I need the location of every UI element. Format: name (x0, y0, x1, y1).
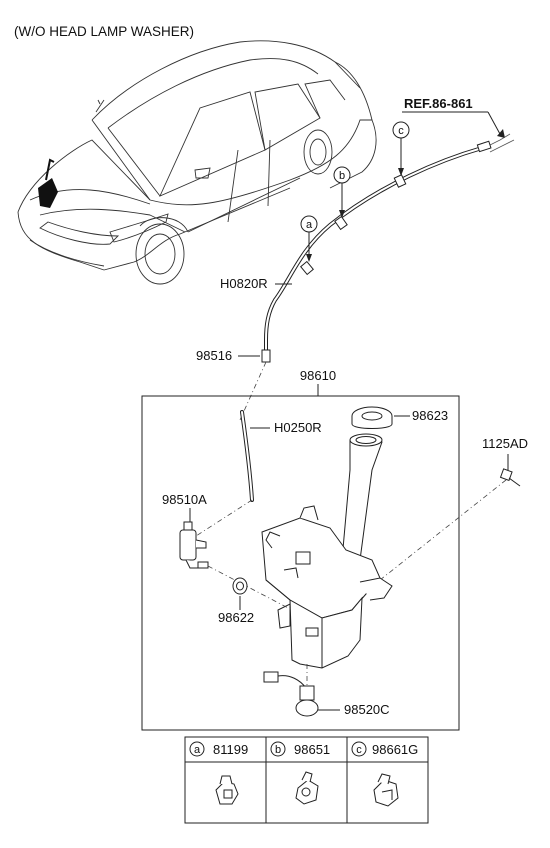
washer-hose-h0820r (264, 146, 484, 354)
svg-text:c: c (398, 125, 404, 137)
callout-c: c (392, 121, 410, 176)
ref-arrow (497, 129, 505, 138)
ref-label: REF.86-861 (404, 96, 473, 111)
label-98623: 98623 (412, 408, 448, 423)
svg-text:98661G: 98661G (372, 742, 418, 757)
svg-text:81199: 81199 (213, 742, 248, 757)
label-98510a: 98510A (162, 492, 207, 507)
label-98520c: 98520C (344, 702, 390, 717)
callout-a: a (300, 215, 318, 262)
label-98622: 98622 (218, 610, 254, 625)
label-98610: 98610 (300, 368, 336, 383)
level-sensor-98520c (263, 671, 319, 717)
svg-text:a: a (194, 744, 201, 756)
label-h0250r: H0250R (274, 420, 322, 435)
ref-hose-stub (487, 133, 515, 153)
clip-table: a 81199 b 98651 c 98661G (184, 736, 429, 824)
clip-98651-drawing (295, 771, 319, 805)
reservoir-cap-98623 (351, 406, 393, 429)
reservoir-location-highlight (38, 158, 58, 208)
diagram-title: (W/O HEAD LAMP WASHER) (14, 24, 194, 39)
dash-bolt-to-reservoir (379, 479, 507, 581)
grommet-98622 (232, 577, 248, 595)
clip-b-on-hose (334, 215, 348, 231)
clip-header-b: b 98651 (270, 741, 330, 757)
clip-header-a: a 81199 (189, 741, 248, 757)
washer-hose-h0250r (240, 410, 254, 502)
clip-c-on-hose (393, 174, 407, 188)
label-98516: 98516 (196, 348, 232, 363)
clip-98661g-drawing (373, 773, 399, 807)
dash-connector-to-hose (239, 361, 267, 421)
washer-reservoir (261, 433, 393, 669)
svg-text:c: c (356, 744, 362, 756)
assembly-box-98610 (141, 395, 460, 731)
svg-text:a: a (306, 219, 313, 231)
ref-leader (487, 111, 501, 135)
connector-98516 (261, 349, 271, 363)
washer-pump-98510a (179, 521, 209, 569)
svg-text:b: b (275, 744, 281, 756)
hose-end-connector (476, 140, 492, 153)
bolt-1125ad (499, 468, 521, 487)
clip-header-c: c 98661G (351, 741, 418, 757)
label-h0820r: H0820R (220, 276, 268, 291)
svg-text:b: b (339, 170, 345, 182)
callout-b: b (333, 166, 351, 218)
clip-81199-drawing (215, 775, 239, 805)
dash-pump-to-reservoir (207, 565, 293, 611)
clip-a-on-hose (300, 260, 314, 276)
label-1125ad: 1125AD (482, 436, 528, 451)
car-illustration (17, 40, 377, 285)
svg-text:98651: 98651 (294, 742, 330, 757)
